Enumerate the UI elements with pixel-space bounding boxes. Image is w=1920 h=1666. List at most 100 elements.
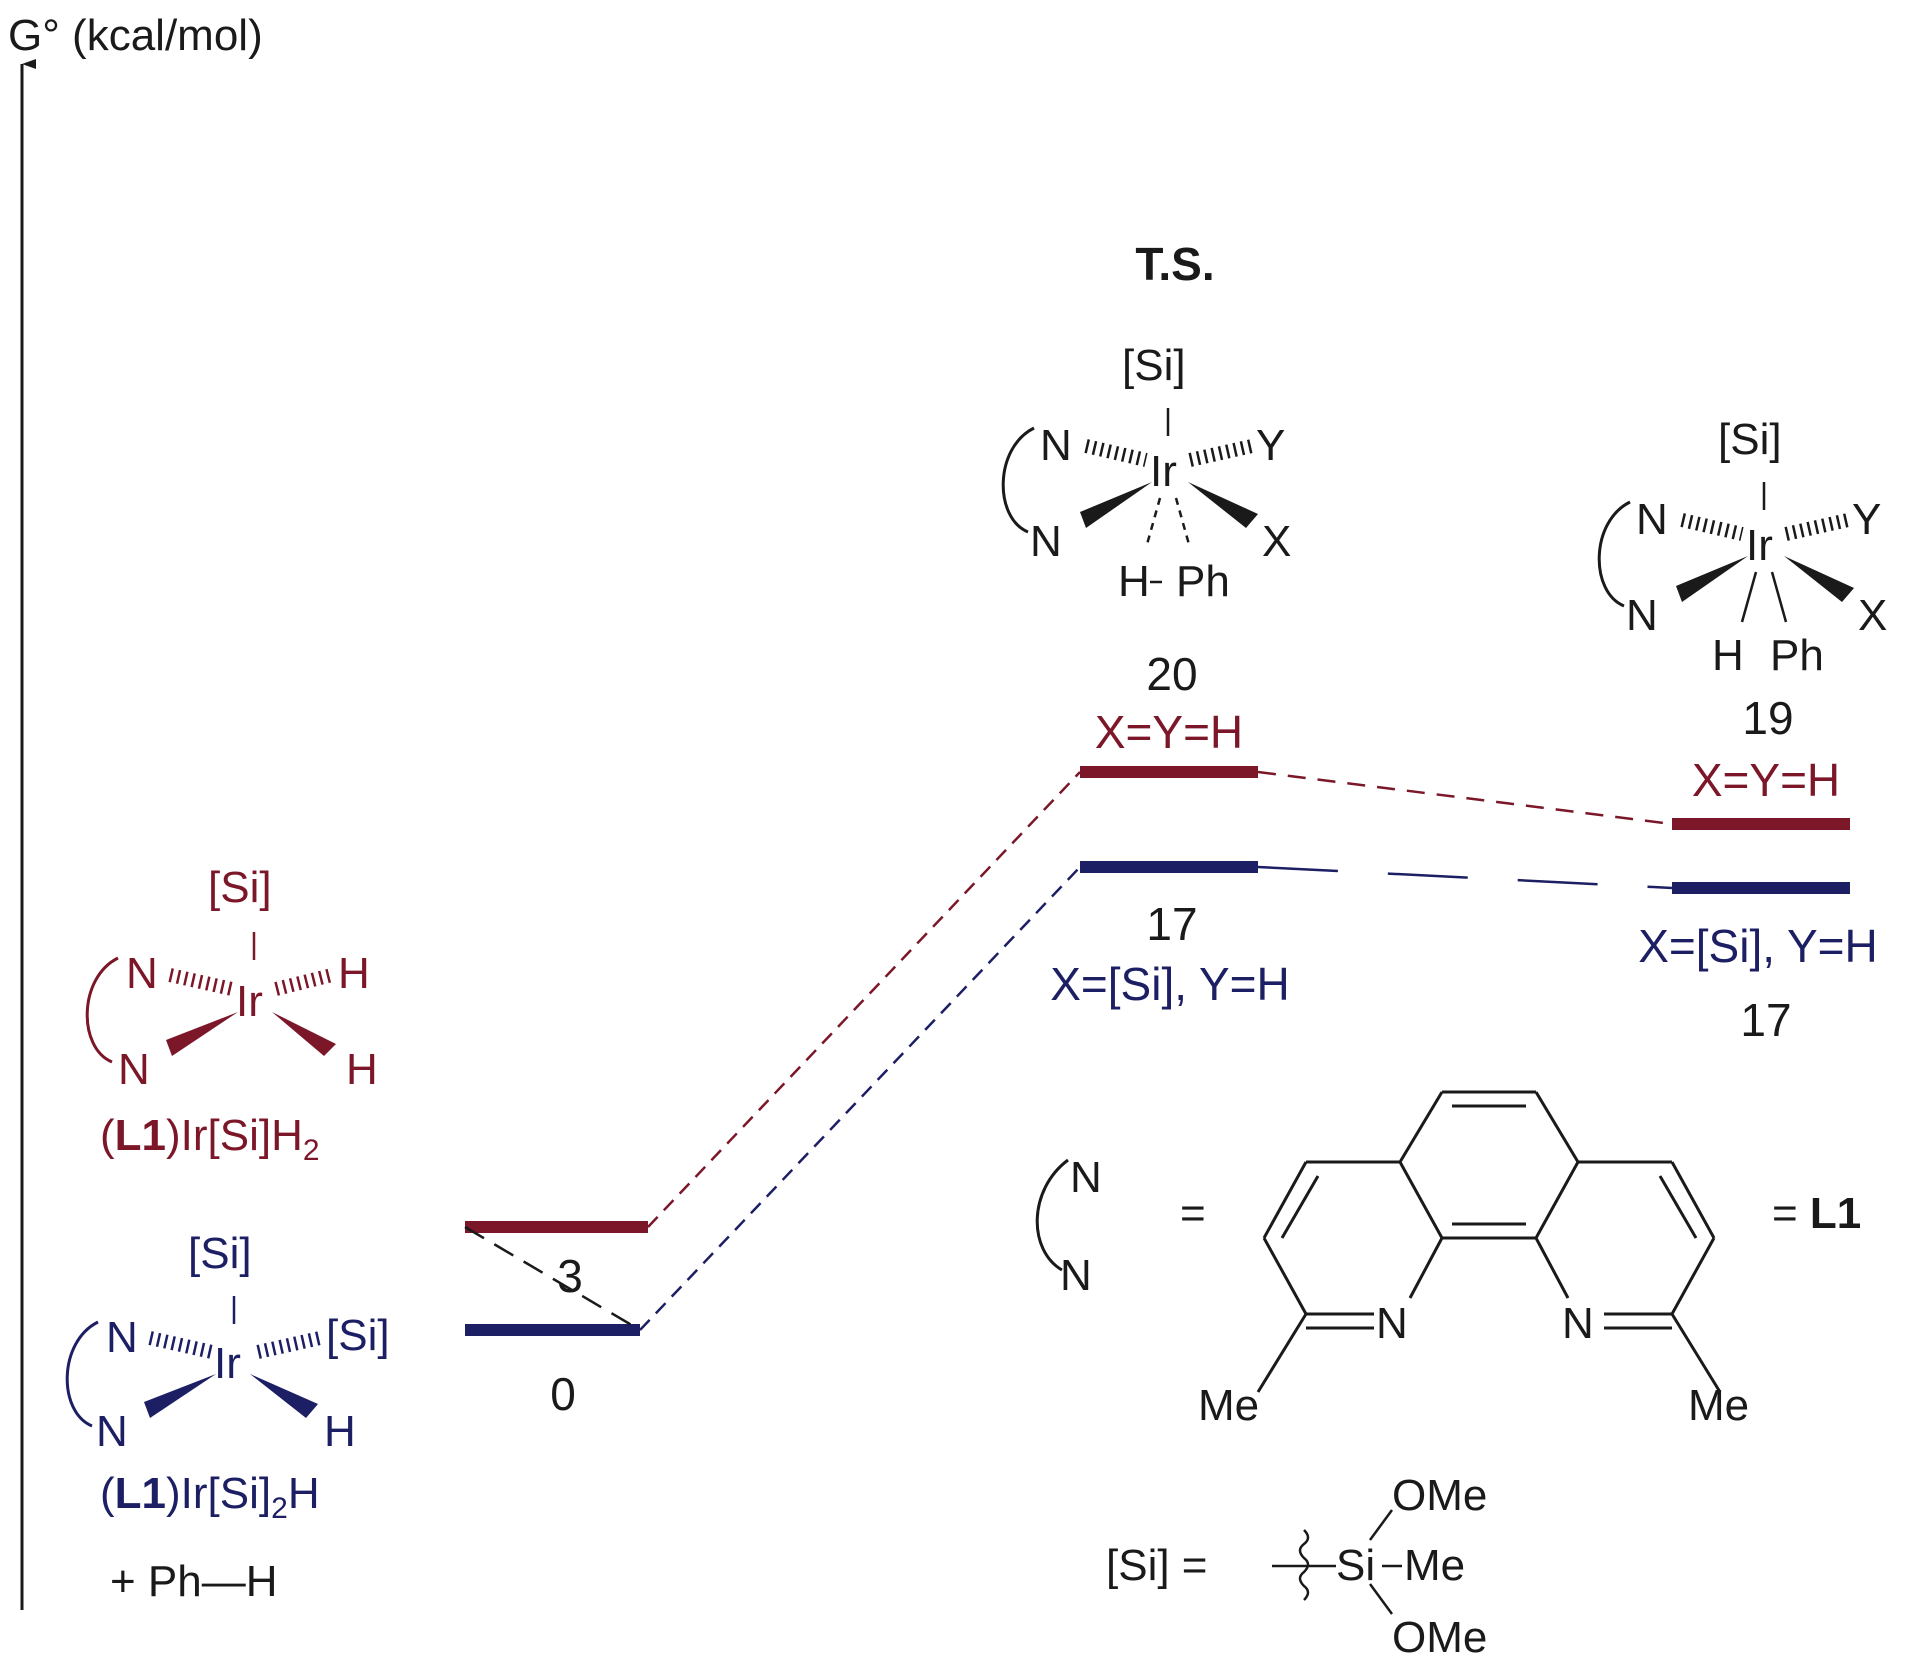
sub-product-red: X=Y=H [1692, 754, 1840, 806]
si-legend-bond-ome-bottom [1368, 1583, 1394, 1615]
blue-benzene: + Ph—H [110, 1557, 278, 1606]
energy-levels [465, 766, 1850, 1336]
ts-n1: N [1040, 421, 1072, 470]
prod-n2: N [1626, 591, 1658, 640]
wavy-bond-icon [1298, 1529, 1310, 1601]
phen-bond [1670, 1161, 1716, 1239]
ts-wedge-n2 [1080, 482, 1152, 528]
connector-red-rise [647, 771, 1081, 1228]
ligand-legend: N N = [1035, 1090, 1861, 1430]
phen-bond [1534, 1091, 1580, 1163]
phen-bond [1670, 1313, 1722, 1393]
phen-me-right: Me [1688, 1381, 1749, 1430]
energy-axis: G° (kcal/mol) [8, 11, 263, 1610]
prod-h: H [1712, 631, 1744, 680]
red-wedge-n2 [166, 1012, 238, 1056]
prod-ph: Ph [1770, 631, 1824, 680]
sub-ts-red: X=Y=H [1095, 706, 1243, 758]
connectors [464, 770, 1673, 1332]
connector-black-start [464, 1225, 641, 1332]
ts-ph: Ph [1176, 557, 1230, 606]
value-ts-blue: 17 [1146, 898, 1197, 950]
connector-red-product [1257, 770, 1673, 826]
red-h1: H [338, 949, 370, 998]
ts-dash-h [1144, 497, 1162, 549]
phen-bond [1256, 1313, 1308, 1393]
si-legend-ome-bottom: OMe [1392, 1613, 1487, 1662]
phen-me-left: Me [1198, 1381, 1259, 1430]
prod-hash-y [1784, 513, 1850, 541]
ts-x: X [1262, 517, 1291, 566]
blue-si-right: [Si] [326, 1311, 390, 1360]
phenanthroline-structure [1256, 1090, 1722, 1393]
ts-hash-y [1188, 439, 1254, 467]
prod-ir: Ir [1746, 521, 1773, 570]
product-complex: [Si] N Ir Y N X H Ph [1597, 415, 1887, 680]
prod-wedge-n2 [1676, 556, 1748, 602]
si-legend: [Si] = Si Me OMe OMe [1106, 1471, 1487, 1662]
prod-wedge-x [1784, 556, 1854, 602]
blue-complex: [Si] N Ir [Si] N H (L1)Ir[Si]2H + Ph—H [65, 1229, 390, 1606]
legend-equals: = [1180, 1189, 1206, 1238]
red-si: [Si] [208, 863, 272, 912]
legend-n-bottom: N [1060, 1251, 1092, 1300]
phen-bond [1534, 1237, 1570, 1299]
phen-n-left: N [1376, 1299, 1408, 1348]
prod-x: X [1858, 591, 1887, 640]
legend-chelate-arc [1035, 1158, 1069, 1272]
ts-chelate-arc [1001, 426, 1035, 534]
phen-bond [1398, 1091, 1444, 1163]
phen-bond [1658, 1175, 1698, 1239]
legend-n-top: N [1070, 1153, 1102, 1202]
red-ir: Ir [236, 977, 263, 1026]
legend-l1-label: = L1 [1772, 1189, 1861, 1238]
si-legend-si: Si [1336, 1541, 1375, 1590]
ts-wedge-x [1188, 482, 1258, 528]
value-product-red: 19 [1742, 692, 1793, 744]
ts-hash-n1 [1084, 439, 1148, 467]
ts-y: Y [1256, 421, 1285, 470]
connector-blue-rise [639, 866, 1081, 1331]
si-legend-bond-ome-top [1368, 1509, 1394, 1541]
ts-label: T.S. [1135, 238, 1214, 290]
blue-chelate-arc [65, 1320, 99, 1428]
sub-product-blue: X=[Si], Y=H [1638, 920, 1878, 972]
phen-bond [1408, 1237, 1444, 1299]
value-start-red: 3 [557, 1250, 583, 1302]
ts-n2: N [1030, 517, 1062, 566]
prod-si: [Si] [1718, 415, 1782, 464]
red-h2: H [346, 1045, 378, 1094]
si-legend-label: [Si] = [1106, 1541, 1208, 1590]
blue-hash-n1 [148, 1331, 214, 1359]
prod-bond-ph [1770, 571, 1788, 623]
blue-hash-si [256, 1331, 322, 1359]
connector-blue-product [1257, 865, 1673, 890]
prod-bond-h [1740, 571, 1758, 623]
red-wedge-h2 [272, 1012, 336, 1056]
red-hash-h1 [274, 968, 334, 996]
value-start-blue: 0 [550, 1368, 576, 1420]
prod-n1: N [1636, 495, 1668, 544]
ts-complex: [Si] N Ir Y N X H Ph [1001, 341, 1291, 606]
red-chelate-arc [85, 956, 119, 1064]
red-complex: [Si] N Ir H N H (L1)Ir[Si]H2 [85, 863, 378, 1167]
red-hash-n1 [168, 968, 234, 996]
blue-si-top: [Si] [188, 1229, 252, 1278]
blue-n2: N [96, 1407, 128, 1456]
blue-wedge-n2 [144, 1374, 216, 1418]
red-n2: N [118, 1045, 150, 1094]
ts-ir: Ir [1150, 447, 1177, 496]
prod-hash-n1 [1680, 513, 1744, 541]
blue-ir: Ir [214, 1339, 241, 1388]
level-labels: 0 3 T.S. 20 X=Y=H 17 X=[Si], Y=H 19 X=Y=… [550, 238, 1878, 1420]
phen-bond [1262, 1161, 1308, 1239]
phen-bond [1534, 1161, 1580, 1239]
phen-bond [1398, 1161, 1444, 1239]
blue-n1: N [106, 1313, 138, 1362]
si-legend-me: Me [1404, 1541, 1465, 1590]
blue-h: H [324, 1407, 356, 1456]
value-product-blue: 17 [1740, 994, 1791, 1046]
blue-label: (L1)Ir[Si]2H [100, 1469, 320, 1525]
ts-si: [Si] [1122, 341, 1186, 390]
phen-n-right: N [1562, 1299, 1594, 1348]
